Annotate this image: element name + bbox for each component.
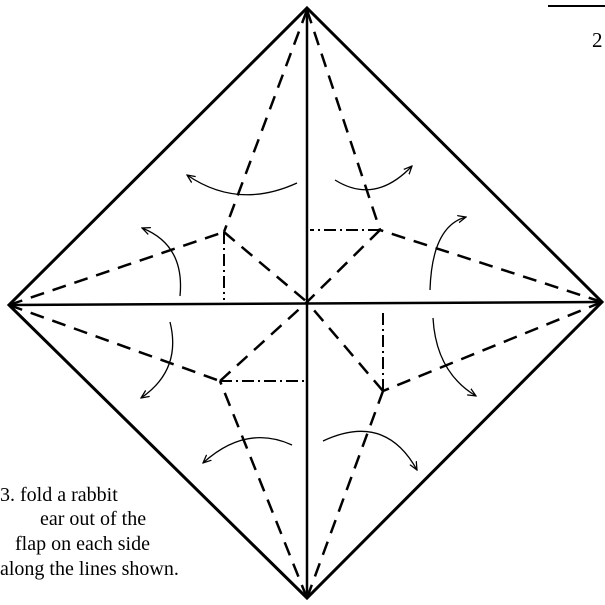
caption-line-4: along the lines shown.	[0, 558, 179, 580]
arrow-bottom-left-upper	[141, 321, 174, 398]
mountain-fold-lines	[220, 229, 384, 391]
arrow-top-right-lower	[429, 217, 466, 291]
caption-line-3: flap on each side	[15, 533, 150, 555]
arrow-top-right-upper	[334, 166, 412, 191]
arrow-top-left-lower	[142, 228, 182, 297]
arrow-bottom-right-upper	[432, 317, 476, 396]
arrow-bottom-left-lower	[203, 437, 293, 463]
caption-line-1: 3. fold a rabbit	[0, 484, 118, 506]
arrow-top-left-upper	[187, 175, 298, 196]
step-number: 2	[592, 28, 603, 52]
fold-arrows	[141, 166, 476, 470]
valley-fold-lines	[8, 9, 603, 599]
caption-line-2: ear out of the	[40, 508, 147, 530]
arrow-bottom-right-lower	[322, 430, 417, 470]
